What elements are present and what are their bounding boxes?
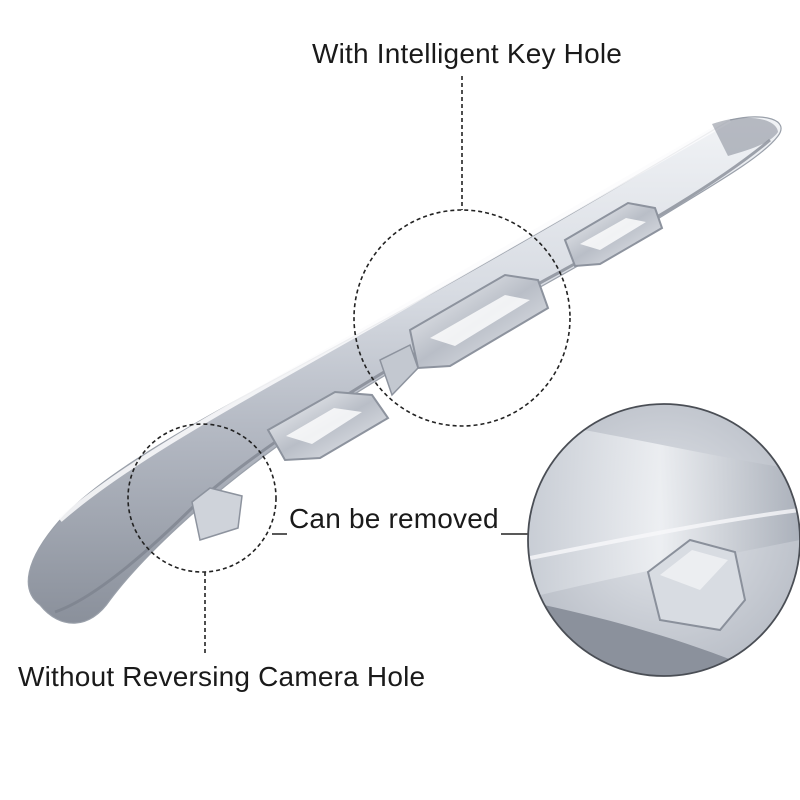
label-can-be-removed: Can be removed [287, 503, 501, 535]
callout-circles [127, 209, 571, 573]
label-intelligent-key-hole: With Intelligent Key Hole [312, 38, 623, 69]
trim-holes [191, 201, 664, 541]
zoom-detail-circle [527, 403, 800, 677]
label-without-camera-hole: Without Reversing Camera Hole [18, 661, 426, 692]
